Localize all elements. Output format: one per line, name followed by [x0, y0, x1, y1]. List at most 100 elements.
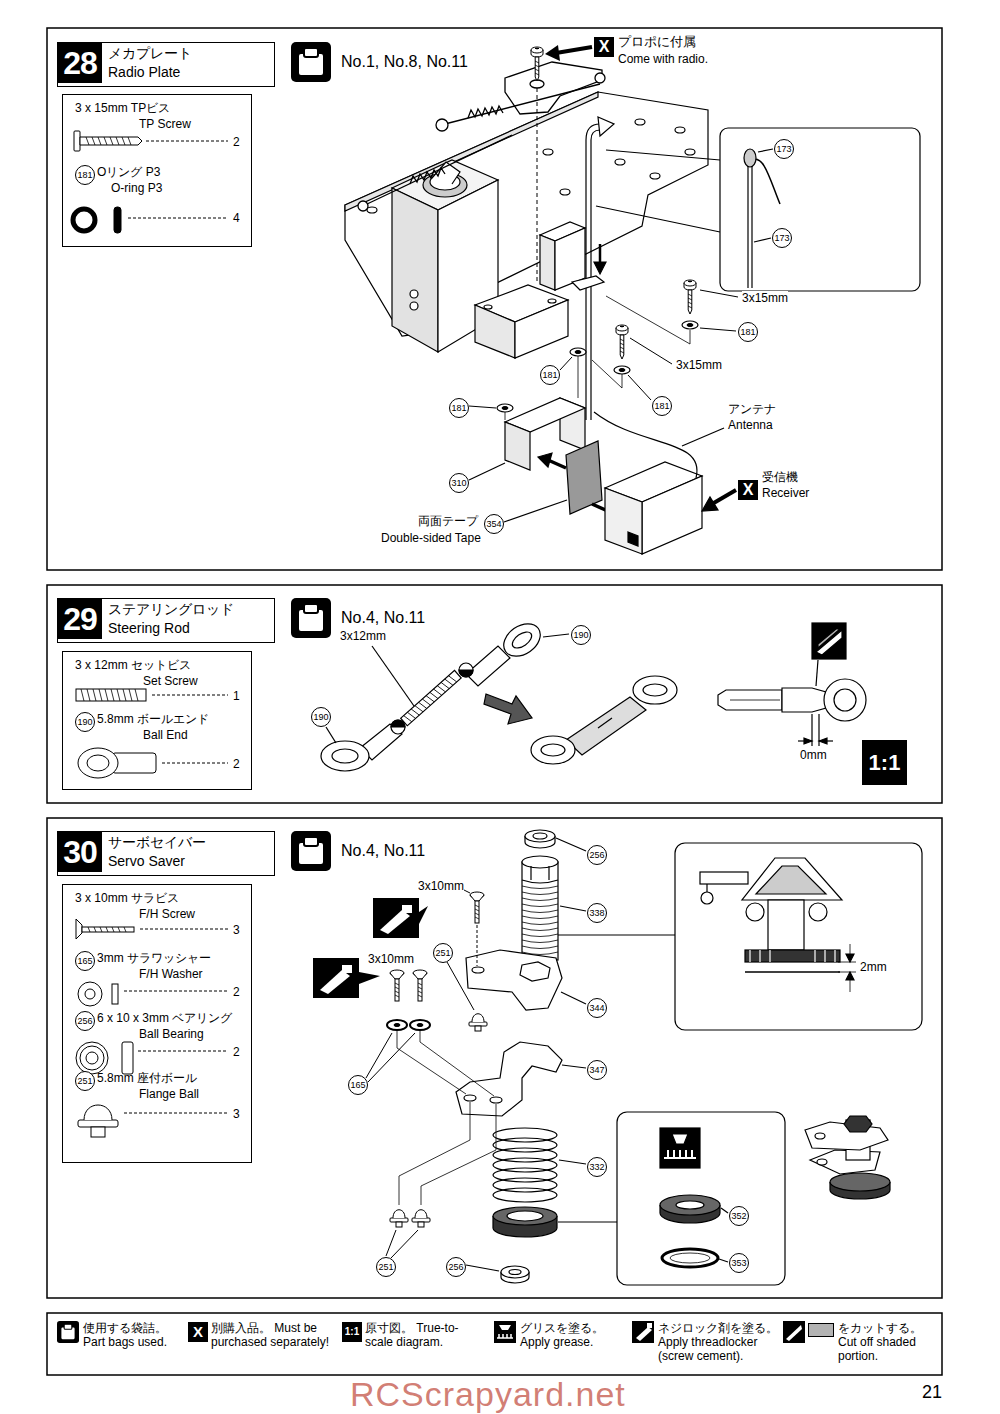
note-text: 3x12mm [340, 629, 386, 643]
saver-screws [394, 1024, 400, 1027]
step-frame [47, 585, 942, 803]
saver-screws [421, 1104, 496, 1205]
steering-rod [566, 697, 646, 755]
part-name: F/H Washer [139, 967, 203, 981]
saver-detail [706, 884, 707, 892]
parts-icon [152, 695, 228, 696]
saver-screws [368, 1033, 415, 1082]
servo [540, 235, 555, 290]
part-name: 5.8mm 座付ボール [97, 1071, 197, 1085]
callout-number: 251 [75, 1071, 95, 1091]
steering-rod [598, 718, 612, 728]
servo-saver [556, 838, 586, 851]
legend-icon [499, 1325, 511, 1330]
part-name: 3 x 10mm サラビス [75, 891, 179, 905]
receiver [642, 476, 702, 554]
part-bag-box: No.4, No.11 [291, 831, 491, 871]
step-title: Servo Saver [108, 853, 185, 870]
threadlocker-icon [342, 965, 352, 973]
parts-icon [112, 984, 118, 1004]
saver-screws [469, 1014, 487, 1031]
note-text: プロポに付属 [618, 34, 696, 49]
legend-icon [647, 1323, 652, 1328]
step-title: Steering Rod [108, 620, 190, 637]
servo-saver [558, 934, 675, 935]
callout-number: 181 [652, 396, 672, 416]
servo-saver [466, 950, 562, 1010]
legend-text: 原寸図。 True-to-scale diagram. [365, 1321, 483, 1349]
nut-detail [662, 1249, 718, 1267]
servo-saver [501, 1266, 529, 1278]
antenna-detail [747, 165, 748, 288]
parts-icon [112, 753, 156, 773]
servo-saver [522, 880, 558, 883]
throttle-linkage [468, 106, 503, 118]
double-sided-tape [504, 441, 620, 522]
bag-number: No.4, No.11 [341, 608, 425, 627]
saver-screws [390, 970, 404, 1001]
quantity: 4 [233, 211, 240, 225]
antenna-pipe [599, 244, 602, 264]
parts-icon [124, 991, 228, 992]
true-scale-drawing [819, 738, 827, 744]
step-header: 29ステアリングロッドSteering Rod [57, 598, 275, 643]
mount-screws [700, 290, 738, 297]
throttle-servo [475, 285, 568, 358]
callout-number: 173 [774, 139, 794, 159]
steering-rod [459, 670, 473, 677]
radio-screw [556, 47, 592, 53]
antenna-pipe [594, 262, 606, 274]
nut-detail [660, 1195, 720, 1215]
part-name: F/H Screw [139, 907, 195, 921]
parts-list-box: 3 x 15mm TPビスTP Screw2181Oリング P3O-ring P… [62, 94, 252, 247]
legend-icon [632, 1321, 654, 1343]
parts-icon [82, 927, 134, 932]
separate-purchase-icon: X [188, 1322, 208, 1342]
antenna-pipe [586, 124, 600, 140]
callout-number: 181 [540, 365, 560, 385]
callout-number: 165 [348, 1075, 368, 1095]
note-text: Receiver [762, 486, 809, 500]
assembled-saver [844, 1116, 872, 1132]
callout-number: 332 [587, 1157, 607, 1177]
saver-detail [675, 843, 922, 1030]
steering-rod [321, 741, 369, 771]
antenna-detail [720, 128, 920, 291]
callout-number: 352 [729, 1206, 749, 1226]
receiver [682, 428, 724, 446]
antenna-detail [758, 149, 773, 152]
part-bag-box: No.4, No.11 [291, 598, 491, 638]
part-name: Ball End [143, 728, 188, 742]
callout-number: 181 [75, 165, 95, 185]
steering-rod [498, 617, 547, 663]
callout-number: 181 [449, 398, 469, 418]
radio-screw [537, 88, 538, 282]
servo [540, 222, 585, 290]
parts-icon [85, 989, 95, 999]
callout-number: 256 [587, 845, 607, 865]
steering-rod [541, 744, 565, 756]
part-name: Flange Ball [139, 1087, 199, 1101]
parts-icon [78, 1120, 118, 1127]
threadlocker-icon [313, 958, 359, 998]
steering-rod [633, 676, 677, 704]
part-name: Oリング P3 [97, 165, 160, 179]
parts-list-box: 3 x 10mm サラビスF/H Screw31653mm サラワッシャーF/H… [62, 884, 252, 1163]
parts-icon [86, 1052, 98, 1064]
saver-screws [470, 892, 484, 923]
saver-screws [420, 1031, 494, 1096]
fuel-tank [410, 302, 418, 310]
parts-icon [138, 1051, 228, 1052]
separate-purchase-icon: X [738, 480, 758, 500]
scale-icon: 1:1 [862, 740, 907, 785]
antenna-detail [754, 238, 771, 242]
nut-detail [660, 1128, 700, 1168]
servo-saver [466, 1265, 499, 1271]
true-scale-drawing [816, 660, 818, 686]
servo-saver [472, 967, 484, 973]
legend-icon [783, 1321, 805, 1343]
assembled-saver [830, 1173, 890, 1191]
bag-number: No.1, No.8, No.11 [341, 52, 468, 71]
steering-rod [391, 720, 405, 727]
